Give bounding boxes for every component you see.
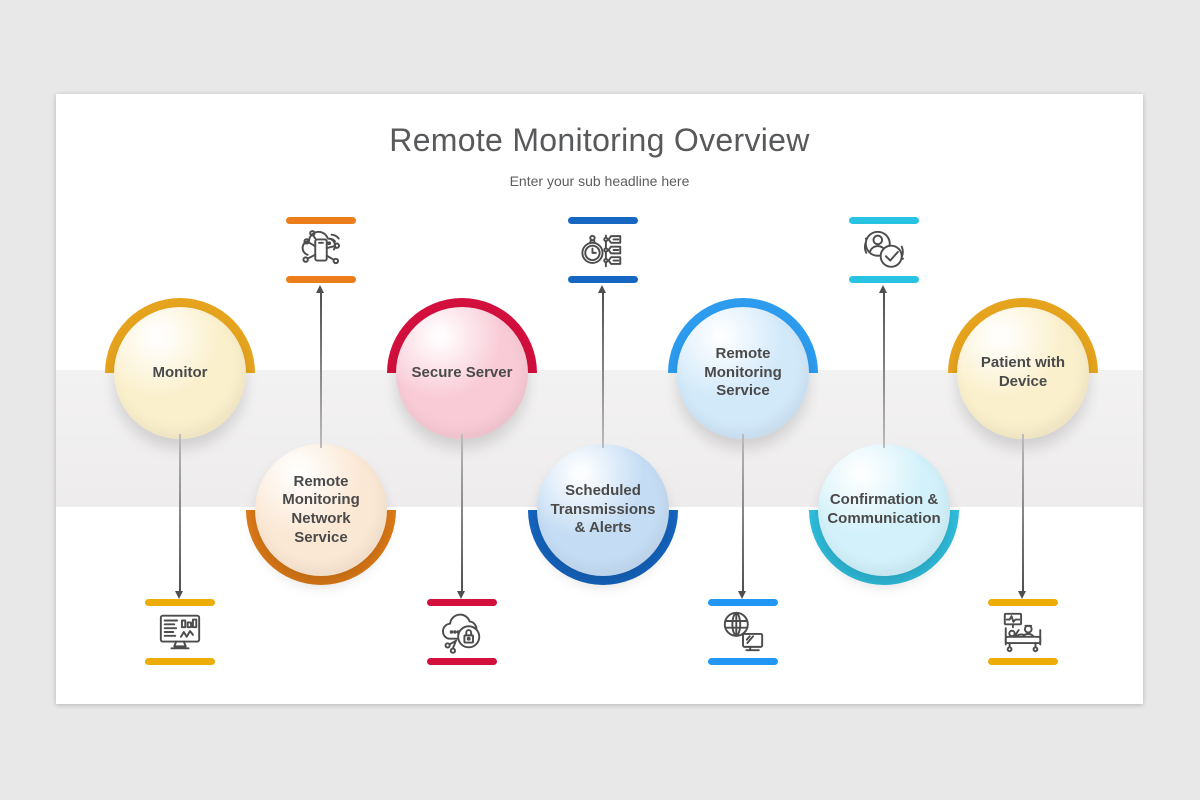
icon-group (564, 217, 642, 283)
step-column-network-service: Remote Monitoring Network Service (246, 94, 396, 704)
step-column-monitor: Monitor (105, 94, 255, 704)
secure-cloud-lock-icon (442, 613, 481, 654)
icon-bottom-bar (988, 658, 1058, 665)
icon-group (141, 599, 219, 665)
step-label: Scheduled Transmissions & Alerts (550, 481, 656, 537)
icon-top-bar (988, 599, 1058, 606)
page-subtitle: Enter your sub headline here (509, 173, 690, 189)
icon-top-bar (708, 599, 778, 606)
icon-group (845, 217, 923, 283)
step-label: Patient with Device (980, 354, 1066, 390)
step-circle: Secure Server (396, 307, 528, 439)
globe-monitor-icon (723, 611, 764, 652)
step-circle: Scheduled Transmissions & Alerts (537, 444, 669, 576)
step-circle: Confirmation & Communication (818, 444, 950, 576)
user-check-sync-icon (863, 230, 904, 268)
icon-top-bar (568, 217, 638, 224)
slide-card: Remote Monitoring Overview Enter your su… (56, 94, 1143, 704)
step-label: Remote Monitoring Network Service (282, 472, 360, 546)
step-circle: Monitor (114, 307, 246, 439)
monitor-dashboard-icon (159, 614, 201, 650)
icon-group (704, 599, 782, 665)
step-label: Confirmation & Communication (827, 491, 941, 527)
connector-arrow (458, 434, 465, 599)
icon-bottom-bar (286, 276, 356, 283)
step-circle: Remote Monitoring Network Service (255, 444, 387, 576)
step-label: Monitor (152, 363, 208, 381)
step-column-patient-device: Patient with Device (948, 94, 1098, 704)
page-title: Remote Monitoring Overview (389, 122, 810, 158)
icon-bottom-bar (708, 658, 778, 665)
step-column-secure-server: Secure Server (387, 94, 537, 704)
icon-bottom-bar (568, 276, 638, 283)
step-circle: Remote Monitoring Service (677, 307, 809, 439)
icon-top-bar (145, 599, 215, 606)
icon-bottom-bar (427, 658, 497, 665)
icon-top-bar (286, 217, 356, 224)
icon-bottom-bar (849, 276, 919, 283)
connector-arrow (176, 434, 183, 599)
step-column-confirmation: Confirmation & Communication (809, 94, 959, 704)
icon-bottom-bar (145, 658, 215, 665)
step-label: Secure Server (411, 363, 513, 381)
cloud-mobile-network-icon (301, 230, 340, 265)
step-label: Remote Monitoring Service (704, 344, 782, 400)
icon-top-bar (427, 599, 497, 606)
step-column-scheduled-transmissions: Scheduled Transmissions & Alerts (528, 94, 678, 704)
connector-arrow (599, 285, 606, 448)
icon-top-bar (849, 217, 919, 224)
icon-group (423, 599, 501, 665)
connector-arrow (880, 285, 887, 448)
schedule-alerts-icon (581, 234, 622, 268)
connector-arrow (739, 434, 746, 599)
slide-header: Remote Monitoring Overview Enter your su… (56, 94, 1143, 189)
connector-arrow (317, 285, 324, 448)
step-column-monitoring-service: Remote Monitoring Service (668, 94, 818, 704)
icon-group (984, 599, 1062, 665)
connector-arrow (1019, 434, 1026, 599)
patient-bed-icon (1003, 612, 1042, 653)
icon-group (282, 217, 360, 283)
step-circle: Patient with Device (957, 307, 1089, 439)
